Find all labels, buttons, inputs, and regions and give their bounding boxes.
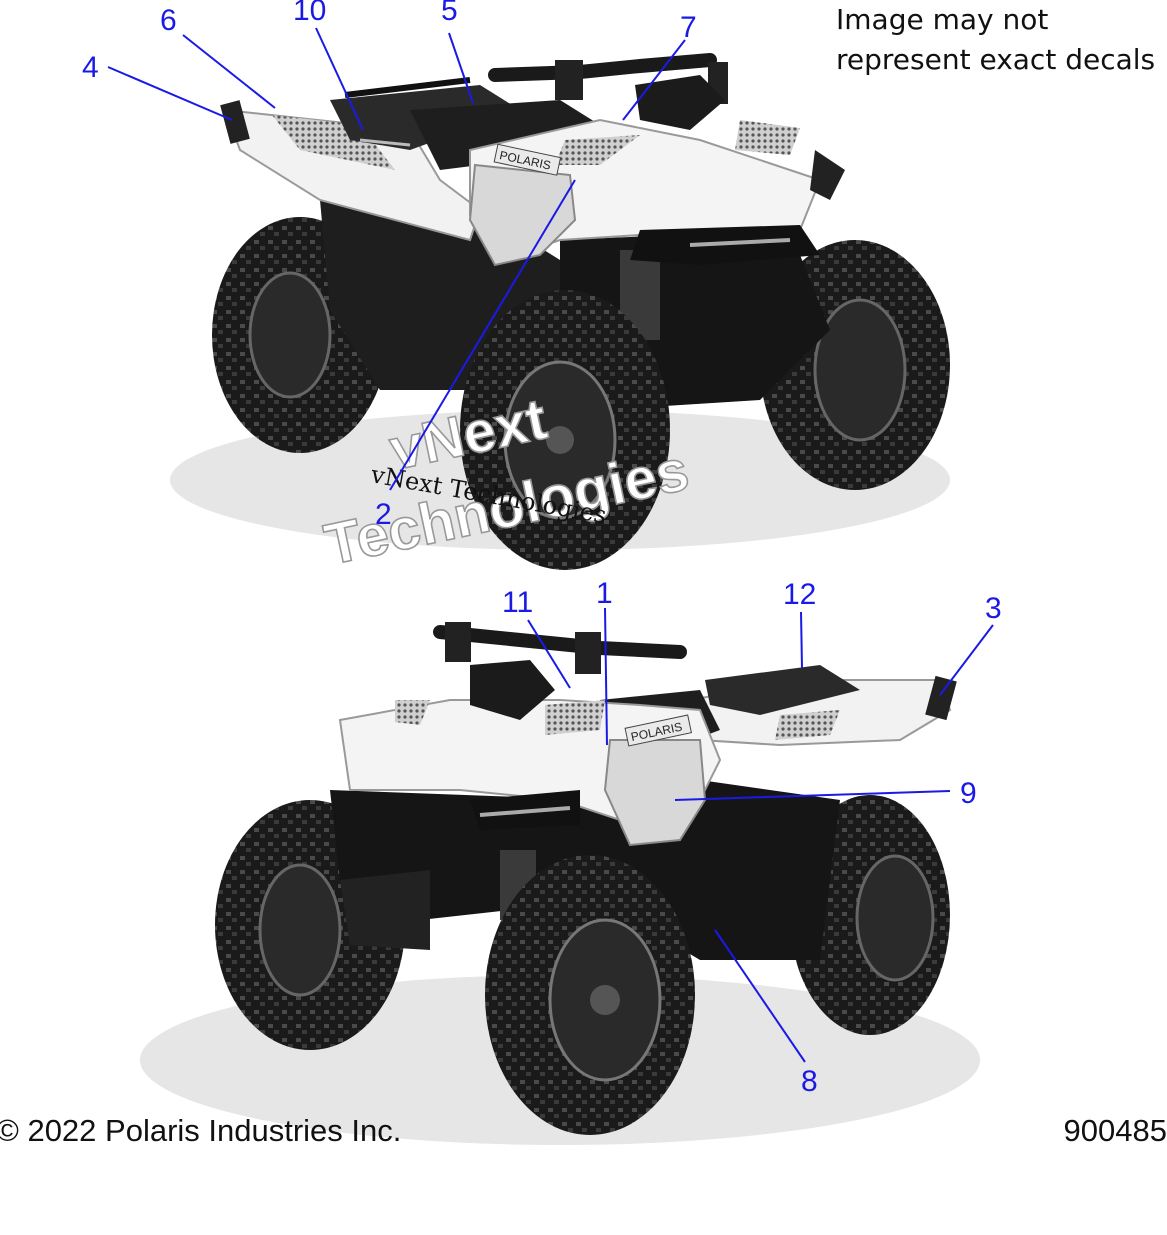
callout-labels: 6 10 5 7 4 2 11 1 12 3 9 8: [82, 0, 1002, 1098]
callout-2: 2: [375, 498, 392, 531]
callout-1: 1: [596, 577, 613, 610]
front-left-wheel: [460, 290, 670, 570]
callout-8: 8: [801, 1065, 818, 1098]
copyright-text: © 2022 Polaris Industries Inc.: [0, 1113, 402, 1148]
callout-4: 4: [82, 51, 99, 84]
disclaimer-note: Image may not represent exact decals: [836, 0, 1166, 80]
callout-5: 5: [441, 0, 458, 27]
atv-top-illustration: POLARIS: [170, 53, 950, 570]
callout-10: 10: [293, 0, 326, 27]
disclaimer-line-1: Image may not: [836, 3, 1049, 36]
callout-3: 3: [985, 592, 1002, 625]
callout-9: 9: [960, 777, 977, 810]
brand-decal-top: POLARIS: [493, 143, 562, 176]
disclaimer-line-2: represent exact decals: [836, 43, 1156, 76]
diagram-part-code: 900485: [1063, 1113, 1167, 1148]
callout-6: 6: [160, 4, 177, 37]
atv-bottom-illustration: POLARIS: [140, 622, 980, 1145]
leader-lines: [107, 27, 994, 1063]
callout-12: 12: [783, 578, 816, 611]
front-left-wheel-bottom: [485, 855, 695, 1135]
callout-11: 11: [502, 586, 533, 619]
callout-7: 7: [680, 11, 697, 44]
